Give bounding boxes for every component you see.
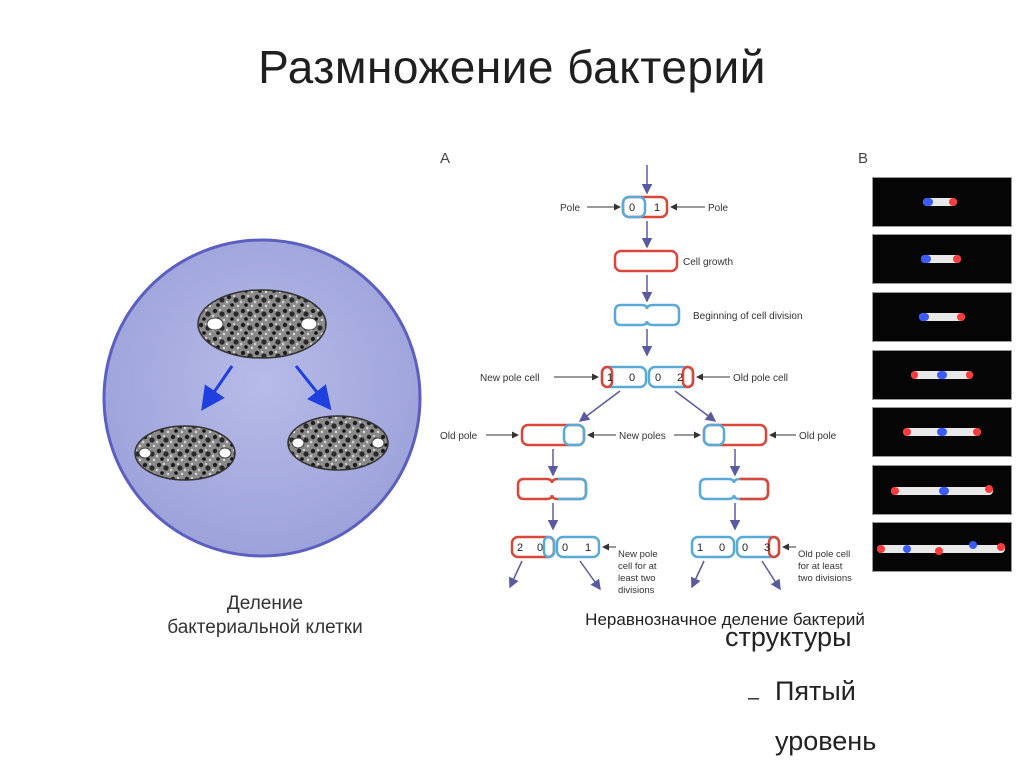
old-pole-right-label: Old pole (799, 431, 837, 442)
cell-constricting (613, 303, 681, 327)
bullet-line1: структуры (725, 622, 852, 652)
division-arrow-right (294, 365, 332, 411)
note-left-line4: divisions (618, 585, 655, 596)
left-caption-line2: бактериальной клетки (167, 617, 363, 638)
micrograph-2 (872, 234, 1012, 284)
panel-a-label: A (440, 150, 450, 167)
note-right-line2: for at least (798, 561, 843, 572)
note-right: Old pole cell for at least two divisions (798, 549, 852, 584)
note-left: New pole cell for at least two divisions (618, 549, 658, 596)
bullet-line3: уровень (775, 726, 877, 756)
note-right-line3: two divisions (798, 573, 852, 584)
note-left-line3: least two (618, 573, 656, 584)
right-caption: Неравнозначное деление бактерий (585, 610, 865, 629)
cell-top-digit-1: 1 (654, 202, 660, 214)
pole-label-right: Pole (708, 203, 728, 214)
micrograph-3 (872, 292, 1012, 342)
micrograph-7 (872, 522, 1012, 572)
note-left-line2: cell for at (618, 561, 657, 572)
bottom-right-digit-3: 3 (764, 542, 770, 554)
daughter-bacterium-left (134, 425, 236, 481)
cell-top-digit-0: 0 (629, 202, 635, 214)
panel-b-label: B (858, 150, 869, 167)
parent-bacterium (197, 289, 327, 359)
bullet-line2: Пятый (775, 676, 856, 706)
division-arrow-left (201, 365, 234, 411)
bottom-right-digit-2: 0 (742, 542, 748, 554)
micrograph-1 (872, 177, 1012, 227)
left-caption: Деление бактериальной клетки (110, 592, 420, 640)
cell-growing (613, 249, 679, 273)
new-pole-cell-label: New pole cell (480, 373, 539, 384)
old-pole-left-label: Old pole (440, 431, 478, 442)
bottom-left-digit-3: 1 (585, 542, 591, 554)
petri-circle (102, 238, 422, 558)
note-left-line1: New pole (618, 549, 658, 560)
cell-right-grown (702, 423, 768, 447)
old-pole-cell-label: Old pole cell (733, 373, 788, 384)
slide-title: Размножение бактерий (258, 41, 766, 93)
micrograph-4 (872, 350, 1012, 400)
bullet-dash: – (748, 687, 760, 709)
mid-digit-1: 0 (629, 372, 635, 384)
micrograph-5 (872, 407, 1012, 457)
beginning-division-label: Beginning of cell division (693, 311, 803, 322)
mid-digit-0: 1 (607, 372, 613, 384)
new-poles-label: New poles (619, 431, 666, 442)
note-right-line1: Old pole cell (798, 549, 850, 560)
bottom-right-digit-0: 1 (697, 542, 703, 554)
division-diagram: A Pole 0 1 Pole Cell growth Beginning of… (440, 150, 852, 596)
cell-bottom-left-b (555, 535, 601, 559)
cell-right-constricting (698, 477, 770, 501)
cell-growth-label: Cell growth (683, 257, 733, 268)
micrograph-6 (872, 465, 1012, 515)
mid-digit-3: 2 (677, 372, 683, 384)
left-caption-line1: Деление (226, 593, 304, 614)
cell-bottom-right-a (690, 535, 736, 559)
mid-digit-2: 0 (655, 372, 661, 384)
pole-label-left: Pole (560, 203, 580, 214)
bacterial-division-illustration (102, 238, 422, 558)
daughter-bacterium-right (287, 415, 389, 471)
cell-left-constricting (516, 477, 588, 501)
bottom-right-digit-1: 0 (719, 542, 725, 554)
cell-left-grown (520, 423, 586, 447)
bottom-left-digit-0: 2 (517, 542, 523, 554)
bottom-left-digit-1: 0 (537, 542, 543, 554)
bottom-left-digit-2: 0 (562, 542, 568, 554)
